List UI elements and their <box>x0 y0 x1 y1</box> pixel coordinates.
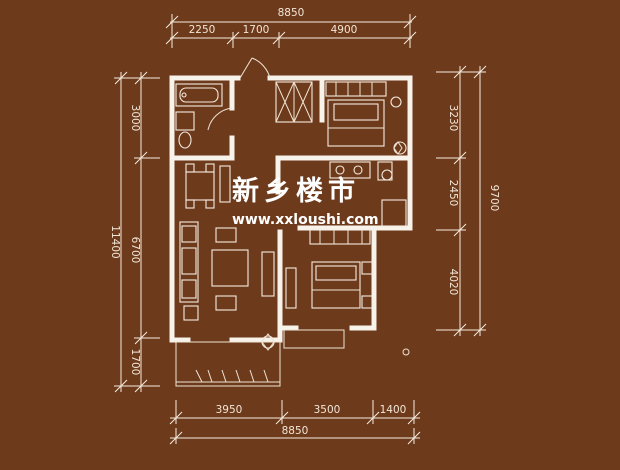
bottom-segment-label-2: 3500 <box>314 404 341 416</box>
bottom-total-label: 8850 <box>282 425 309 437</box>
bottom-segment-label-1: 3950 <box>216 404 243 416</box>
left-dimension-lines <box>114 71 160 393</box>
left-segment-label-1: 3000 <box>129 105 141 132</box>
right-total-label: 9700 <box>488 185 500 212</box>
entry-cabinets <box>275 81 313 123</box>
left-segment-label-2: 6700 <box>129 237 141 264</box>
second-bedroom-furniture <box>285 229 373 309</box>
entrance-door <box>239 57 271 79</box>
balcony-areas <box>175 329 410 387</box>
living-room-furniture <box>179 221 275 351</box>
dining-furniture <box>185 163 231 209</box>
kitchen-fixtures <box>329 161 407 227</box>
watermark-chinese: 新乡楼市 <box>232 175 360 207</box>
bottom-segment-label-3: 1400 <box>380 404 407 416</box>
top-dimension-lines <box>165 14 417 48</box>
right-segment-label-2: 2450 <box>447 180 459 207</box>
top-segment-label-3: 4900 <box>331 24 358 36</box>
watermark-url: www.xxloushi.com <box>232 212 379 228</box>
bottom-dimension-lines <box>169 400 421 445</box>
right-segment-label-1: 3230 <box>447 105 459 132</box>
top-segment-label-1: 2250 <box>189 24 216 36</box>
bathroom-fixtures <box>175 83 233 149</box>
master-bedroom-furniture <box>325 81 407 155</box>
top-segment-label-2: 1700 <box>243 24 270 36</box>
top-total-label: 8850 <box>278 7 305 19</box>
right-segment-label-3: 4020 <box>447 269 459 296</box>
right-dimension-lines <box>436 65 487 337</box>
left-segment-label-3: 1700 <box>129 349 141 376</box>
left-total-label: 11400 <box>109 225 121 258</box>
exterior-walls <box>169 75 413 343</box>
interior-walls <box>229 75 413 343</box>
